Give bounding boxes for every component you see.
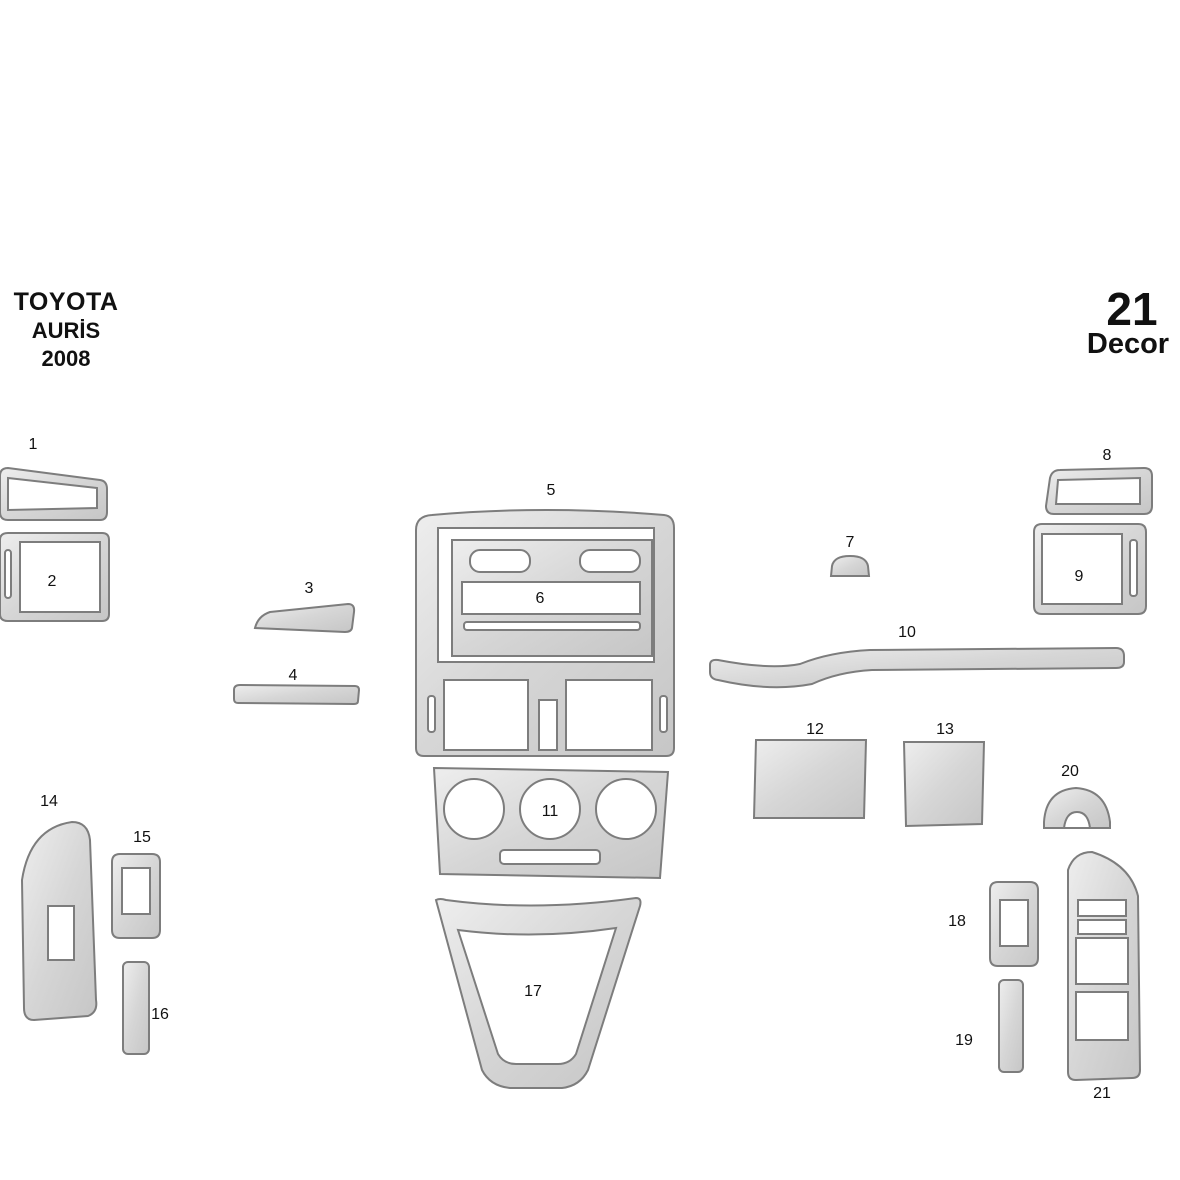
- part-label-13: 13: [936, 721, 954, 738]
- part-label-12: 12: [806, 721, 824, 738]
- part-16-thin-strip: [122, 961, 150, 1055]
- part-14-left-door-panel: [20, 820, 98, 1022]
- part-3-trim-strip: [253, 602, 356, 634]
- part-20-arch-cap: [1043, 786, 1111, 829]
- part-label-7: 7: [846, 534, 855, 551]
- part-label-8: 8: [1103, 447, 1112, 464]
- part-label-16: 16: [151, 1006, 169, 1023]
- part-label-3: 3: [305, 580, 314, 597]
- part-number-labels: 1 2 3 4 5 6 7 8 9 10 11 12 13 14 15 16 1…: [29, 436, 1112, 1102]
- part-2-left-vent-frame: [0, 532, 110, 622]
- part-label-11: 11: [542, 803, 559, 820]
- part-17-gear-shift-frame: [434, 896, 642, 1089]
- part-19-thin-strip: [998, 979, 1024, 1073]
- part-label-14: 14: [40, 793, 58, 810]
- part-10-dash-strip: [709, 646, 1125, 689]
- vehicle-year: 2008: [41, 346, 91, 371]
- part-11-climate-panel: [432, 766, 670, 880]
- part-13-panel: [902, 741, 986, 828]
- kit-piece-count: 21: [1106, 283, 1158, 335]
- part-5-center-console-frame: [415, 509, 675, 757]
- part-21-right-door-panel: [1067, 850, 1142, 1082]
- part-label-1: 1: [29, 436, 38, 453]
- vehicle-model: AURİS: [31, 318, 101, 343]
- part-label-9: 9: [1075, 568, 1084, 585]
- part-8-right-upper-frame: [1044, 466, 1153, 515]
- part-label-5: 5: [547, 482, 556, 499]
- part-6-radio-frame: [451, 539, 653, 657]
- part-label-4: 4: [289, 667, 298, 684]
- part-7-small-cap: [829, 554, 871, 577]
- part-4-trim-strip: [233, 683, 361, 706]
- part-label-10: 10: [898, 624, 916, 641]
- kit-type-label: Decor: [1086, 328, 1170, 360]
- part-18-switch-frame: [989, 881, 1039, 967]
- part-label-18: 18: [948, 913, 966, 930]
- part-12-panel: [752, 739, 868, 819]
- part-label-6: 6: [536, 590, 545, 607]
- vehicle-make: TOYOTA: [13, 288, 119, 316]
- part-label-19: 19: [955, 1032, 973, 1049]
- part-label-2: 2: [48, 573, 57, 590]
- part-1-left-upper-frame: [0, 466, 108, 521]
- part-label-17: 17: [524, 983, 542, 1000]
- part-label-21: 21: [1093, 1085, 1111, 1102]
- part-label-15: 15: [133, 829, 151, 846]
- part-label-20: 20: [1061, 763, 1079, 780]
- part-9-right-vent-frame: [1033, 523, 1147, 615]
- part-15-switch-frame: [111, 853, 161, 939]
